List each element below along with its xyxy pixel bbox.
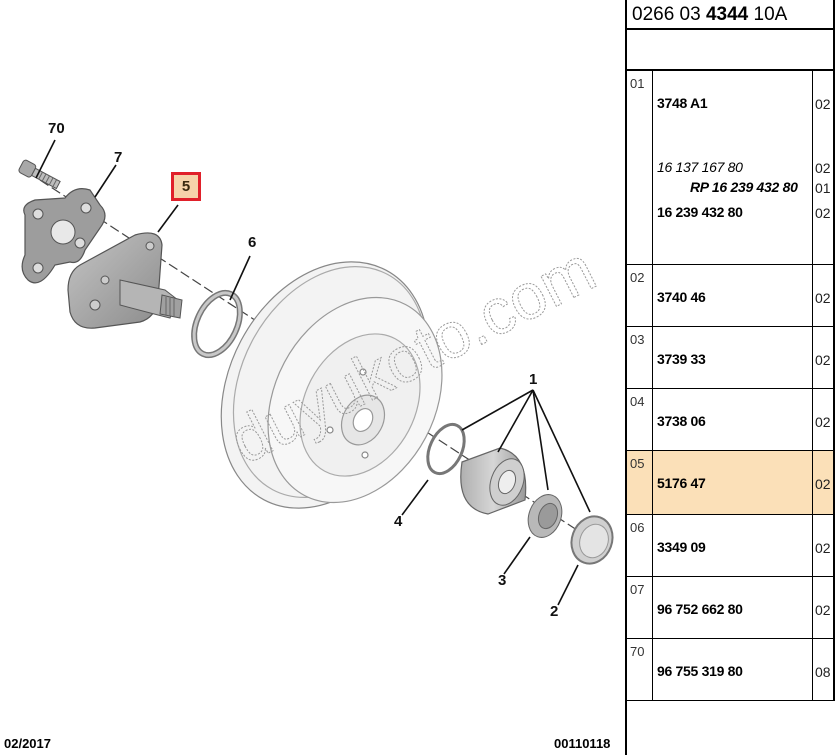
revision-date: 02/2017 <box>4 736 51 751</box>
table-row-07[interactable]: 07 96 752 662 80 02 <box>627 577 835 639</box>
part-number[interactable]: 3740 46 <box>657 289 706 305</box>
table-row-05-selected[interactable]: 05 5176 47 02 <box>627 451 835 515</box>
quantity: 02 <box>815 160 831 176</box>
reference-header: 0266 03 4344 10A <box>627 0 835 30</box>
qty-column <box>812 389 835 450</box>
seal-ring-part-6 <box>191 289 243 359</box>
qty-column <box>812 71 835 264</box>
table-row-02[interactable]: 02 3740 46 02 <box>627 265 835 327</box>
row-index: 07 <box>627 577 653 638</box>
callout-2[interactable]: 2 <box>550 603 559 620</box>
quantity: 02 <box>815 290 831 306</box>
ref-bold: 4344 <box>705 4 749 25</box>
row-index: 01 <box>627 71 653 264</box>
illustration-id: 00110118 <box>554 736 611 751</box>
row-index: 06 <box>627 515 653 576</box>
quantity: 02 <box>815 414 831 430</box>
shim-plate-part-7 <box>21 188 106 284</box>
quantity: 02 <box>815 540 831 556</box>
dust-cap-part-2 <box>570 515 614 565</box>
qty-column <box>812 327 835 388</box>
ref-prefix: 0266 03 <box>632 4 706 25</box>
exploded-parts-diagram: duyukoto.com 70 7 5 6 1 4 3 2 02/2017 00… <box>4 120 614 751</box>
qty-column <box>812 265 835 326</box>
callout-3[interactable]: 3 <box>498 572 507 589</box>
ref-suffix: 10A <box>748 4 788 25</box>
table-row-04[interactable]: 04 3738 06 02 <box>627 389 835 451</box>
part-number[interactable]: 5176 47 <box>657 475 706 491</box>
table-row-01[interactable]: 01 3748 A1 02 16 137 167 80 02 RP 16 239… <box>627 71 835 265</box>
brake-drum <box>220 261 443 509</box>
row-index: 03 <box>627 327 653 388</box>
row-index: 70 <box>627 639 653 700</box>
callout-5-label: 5 <box>181 178 191 195</box>
diagram-artwork: duyukoto.com <box>18 139 614 606</box>
quantity: 01 <box>815 180 831 196</box>
part-number[interactable]: 3738 06 <box>657 413 706 429</box>
callout-4[interactable]: 4 <box>394 513 403 530</box>
parts-table: 0266 03 4344 10A 01 3748 A1 02 16 137 16… <box>625 0 835 755</box>
row-index: 02 <box>627 265 653 326</box>
part-number[interactable]: 3349 09 <box>657 539 706 555</box>
part-number[interactable]: 96 755 319 80 <box>657 663 743 679</box>
bolt-part-70 <box>18 159 61 190</box>
part-number[interactable]: 16 239 432 80 <box>657 204 743 220</box>
part-number[interactable]: 3739 33 <box>657 351 706 367</box>
table-row-06[interactable]: 06 3349 09 02 <box>627 515 835 577</box>
qty-column <box>812 515 835 576</box>
quantity: 02 <box>815 476 831 492</box>
circlip-part-4 <box>426 422 466 476</box>
qty-column <box>812 577 835 638</box>
table-blank-row <box>627 30 835 71</box>
quantity: 02 <box>815 205 831 221</box>
stub-axle-part-5 <box>67 232 183 329</box>
wheel-bearing <box>460 447 527 515</box>
leader-lines <box>35 139 591 606</box>
callout-5-highlighted[interactable]: 5 <box>171 172 201 201</box>
callout-6[interactable]: 6 <box>248 234 257 251</box>
quantity: 08 <box>815 664 831 680</box>
row-index: 04 <box>627 389 653 450</box>
callout-7[interactable]: 7 <box>114 149 123 166</box>
table-right-border <box>833 0 835 701</box>
quantity: 02 <box>815 352 831 368</box>
callout-1[interactable]: 1 <box>529 371 538 388</box>
table-row-03[interactable]: 03 3739 33 02 <box>627 327 835 389</box>
hub-nut-part-3 <box>527 494 563 538</box>
quantity: 02 <box>815 96 831 112</box>
row-index: 05 <box>627 451 653 514</box>
table-row-70[interactable]: 70 96 755 319 80 08 <box>627 639 835 701</box>
callout-70[interactable]: 70 <box>48 120 65 137</box>
part-number[interactable]: 96 752 662 80 <box>657 601 743 617</box>
qty-column <box>812 451 835 514</box>
qty-column <box>812 639 835 700</box>
part-number-alt[interactable]: 16 137 167 80 <box>657 159 743 175</box>
part-number-replacement[interactable]: RP 16 239 432 80 <box>690 179 798 195</box>
part-number[interactable]: 3748 A1 <box>657 95 708 111</box>
quantity: 02 <box>815 602 831 618</box>
